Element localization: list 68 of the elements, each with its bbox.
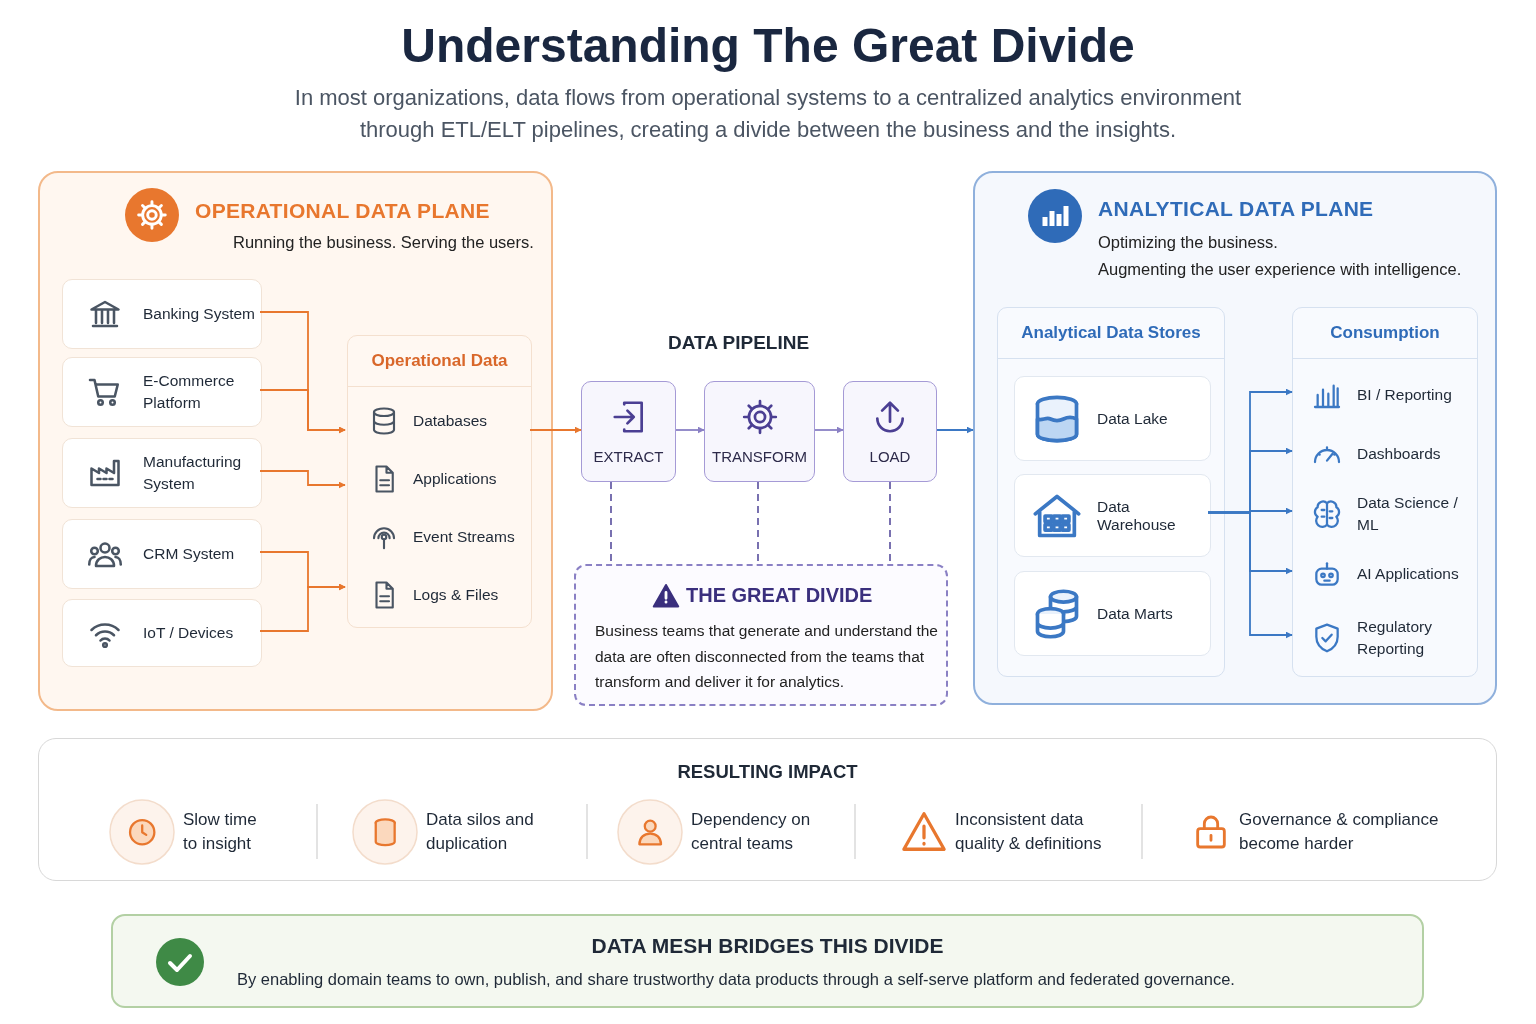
store-label: Data Warehouse [1097, 497, 1177, 534]
panel-heading: Consumption [1293, 308, 1477, 359]
arrow [259, 389, 346, 434]
process-box [581, 381, 676, 482]
impact-label: Governance & compliance become harder [1239, 809, 1440, 855]
plane-description: Augmenting the user experience with intelligence. [1098, 260, 1462, 279]
item-label: Dashboards [1357, 444, 1441, 464]
plane-title: ANALYTICAL DATA PLANE [1098, 197, 1374, 221]
panel-heading: Analytical Data Stores [998, 308, 1224, 359]
arrow [259, 583, 346, 632]
store-label: Data Marts [1097, 604, 1173, 623]
plane-panel [973, 171, 1497, 705]
system-label: Manufacturing System [143, 452, 243, 494]
plane-panel [38, 171, 553, 711]
arrow [529, 426, 582, 434]
store-label: Data Lake [1097, 409, 1168, 428]
callout-title: THE GREAT DIVIDE [686, 584, 873, 607]
item-label: Event Streams [413, 527, 515, 547]
item-label: AI Applications [1357, 564, 1459, 584]
process-box [843, 381, 937, 482]
banner-description: By enabling domain teams to own, publish, and share trustworthy data products through a self-serve platform and federated governance. [237, 970, 1235, 989]
panel-heading: Operational Data [348, 336, 531, 387]
item-label: Databases [413, 411, 488, 431]
item-label: Regulatory Reporting [1357, 617, 1433, 659]
system-card [62, 438, 262, 508]
plane-description: Running the business. Serving the users. [233, 233, 534, 252]
system-label: E-Commerce Platform [143, 371, 236, 413]
impact-label: Dependency on central teams [691, 809, 812, 855]
step-label: EXTRACT [593, 448, 664, 465]
system-card [62, 599, 262, 667]
system-label: Banking System [143, 304, 255, 324]
banner-title: DATA MESH BRIDGES THIS DIVIDE [590, 934, 945, 958]
store-card [1014, 571, 1211, 656]
callout-box [574, 564, 948, 706]
arrow [1207, 511, 1293, 639]
group-panel [347, 335, 532, 628]
arrow [814, 426, 844, 434]
title: Understanding The Great Divide [400, 18, 1136, 73]
callout-description: Business teams that generate and understand the data are often disconnected from the teams that transform and deliver it for analytics. [595, 621, 939, 692]
step-label: TRANSFORM [712, 448, 807, 465]
item-label: BI / Reporting [1357, 385, 1452, 405]
system-card [62, 357, 262, 427]
system-card [62, 519, 262, 589]
item-label: Data Science / ML [1357, 493, 1459, 535]
process-box [704, 381, 815, 482]
store-card [1014, 376, 1211, 461]
plane-description: Optimizing the business. [1098, 233, 1278, 252]
impact-label: Data silos and duplication [426, 809, 535, 855]
group-panel [1292, 307, 1478, 677]
impact-panel [38, 738, 1497, 881]
subtitle: In most organizations, data flows from operational systems to a centralized analytics environment through ETL/ELT pipelines, creating a divide between the business and the insights. [293, 84, 1243, 144]
item-label: Applications [413, 469, 497, 489]
system-card [62, 279, 262, 349]
system-label: CRM System [143, 544, 236, 564]
item-label: Logs & Files [413, 585, 499, 605]
arrow [675, 426, 705, 434]
impact-label: Inconsistent data quality & definitions [955, 809, 1103, 855]
store-card [1014, 474, 1211, 557]
group-panel [997, 307, 1225, 677]
step-label: LOAD [869, 448, 911, 465]
arrow [259, 470, 346, 489]
section-label: DATA PIPELINE [668, 332, 810, 354]
section-heading: RESULTING IMPACT [676, 761, 859, 783]
impact-label: Slow time to insight [183, 809, 258, 855]
plane-title: OPERATIONAL DATA PLANE [195, 199, 490, 223]
arrow [936, 426, 974, 434]
banner-box [111, 914, 1424, 1008]
system-label: IoT / Devices [143, 623, 235, 643]
